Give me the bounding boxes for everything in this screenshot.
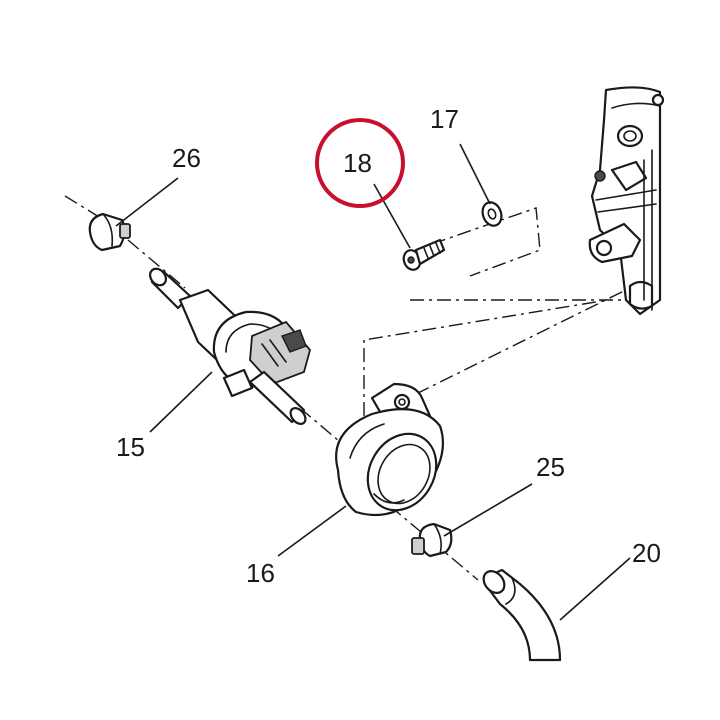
callout-26: 26 <box>172 143 201 173</box>
part-16-bracket <box>335 382 444 516</box>
leader-lines <box>115 143 631 621</box>
part-17-washer <box>481 201 503 227</box>
callout-25: 25 <box>536 452 565 482</box>
highlight-circle <box>315 118 405 208</box>
callout-16: 16 <box>246 558 275 588</box>
callout-18: 18 <box>343 148 372 178</box>
part-26-clamp <box>88 212 131 252</box>
callout-15: 15 <box>116 432 145 462</box>
heater-unit <box>588 86 665 316</box>
callout-20: 20 <box>632 538 661 568</box>
assembly-axis-lines <box>64 195 651 581</box>
part-15-fuel-pump <box>149 267 311 425</box>
part-18-screw <box>402 238 446 271</box>
callout-17: 17 <box>430 104 459 134</box>
part-25-clamp <box>411 522 453 558</box>
part-20-hose <box>482 568 562 662</box>
